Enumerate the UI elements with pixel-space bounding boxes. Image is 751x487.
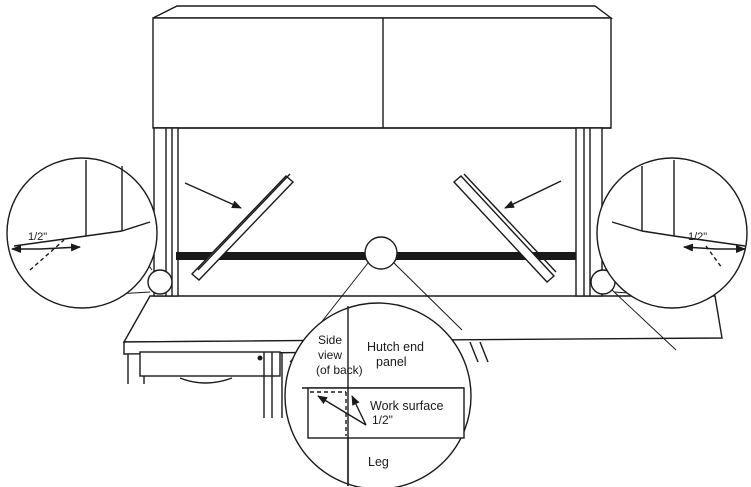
leg-label: Leg <box>368 455 389 469</box>
right-insert-arrow-icon <box>504 180 562 209</box>
hutch-end-panel-label-line1: Hutch end <box>367 340 424 354</box>
drawer-knob-icon <box>257 355 263 361</box>
left-dimension-label: 1/2" <box>28 231 47 243</box>
hutch-end-panel-label-line2: panel <box>376 355 407 369</box>
left-back-panel <box>190 173 295 281</box>
side-view-label-line1: Side <box>318 333 342 347</box>
right-back-panel <box>452 173 557 283</box>
right-dimension-label: 1/2" <box>688 231 707 243</box>
right-detail-callout: 1/2" <box>596 157 748 309</box>
work-surface-label: Work surface <box>370 399 443 413</box>
right-end-panel <box>575 127 603 297</box>
center-callout-marker <box>364 236 398 270</box>
side-view-label-line2: view <box>318 348 342 362</box>
hutch-cabinet <box>152 5 614 129</box>
drawer-handle-icon <box>179 377 233 384</box>
side-view-label-line3: (of back) <box>316 363 363 377</box>
left-detail-callout: 1/2" <box>6 157 158 309</box>
desk-drawer <box>139 351 281 377</box>
left-insert-arrow-icon <box>184 182 242 209</box>
work-surface-dimension-label: 1/2" <box>372 413 393 427</box>
center-detail-callout: Side view (of back) Hutch end panel Work… <box>284 302 472 487</box>
left-callout-marker <box>147 269 173 295</box>
